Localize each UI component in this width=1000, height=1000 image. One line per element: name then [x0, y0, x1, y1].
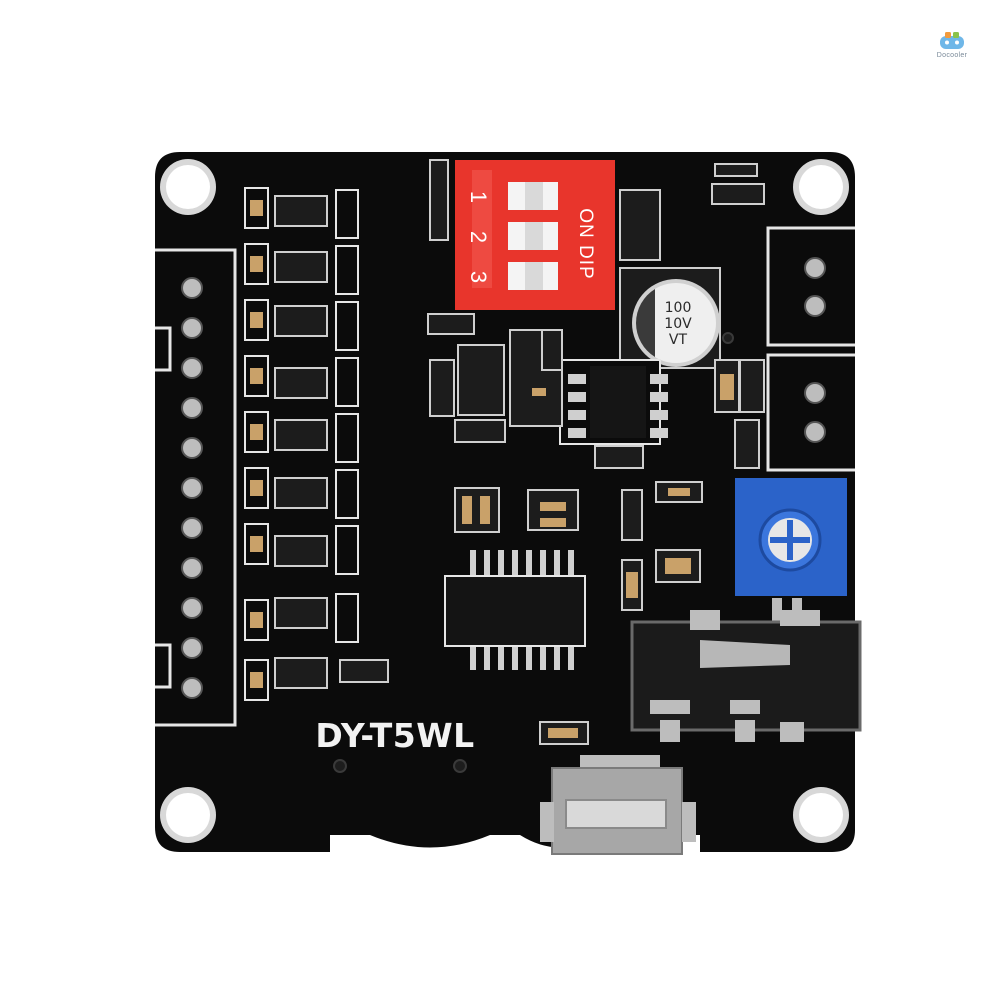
dip-position-1: 1 [466, 190, 491, 204]
dip-switch [455, 160, 615, 310]
left-header-pins [181, 277, 203, 699]
mounting-holes [160, 159, 849, 843]
dip-side-components [427, 159, 661, 335]
brand-name: Docooler [936, 52, 968, 59]
left-header-outline [155, 248, 237, 727]
capacitor-label-line2: 10V [664, 316, 692, 332]
amplifier-chip [559, 359, 668, 445]
capacitor-label-line1: 100 [664, 300, 692, 316]
brand-logo: Docooler [922, 30, 982, 59]
smd-component-column [244, 187, 389, 701]
dip-position-2: 2 [466, 230, 491, 244]
micro-usb-port [540, 755, 696, 855]
misc-pads-gold [462, 374, 734, 738]
right-connectors [766, 226, 855, 472]
right-connector-pins [804, 257, 826, 443]
gamepad-icon [940, 32, 964, 49]
dip-position-3: 3 [466, 270, 491, 284]
capacitor-label-line3: VT [668, 332, 688, 348]
dip-switch-label: ON DIP [575, 208, 596, 280]
electrolytic-capacitor [619, 267, 721, 369]
vias [333, 332, 734, 773]
board-model-label: DY-T5WL [315, 716, 475, 755]
main-chip [444, 550, 586, 670]
audio-jack [630, 610, 862, 742]
